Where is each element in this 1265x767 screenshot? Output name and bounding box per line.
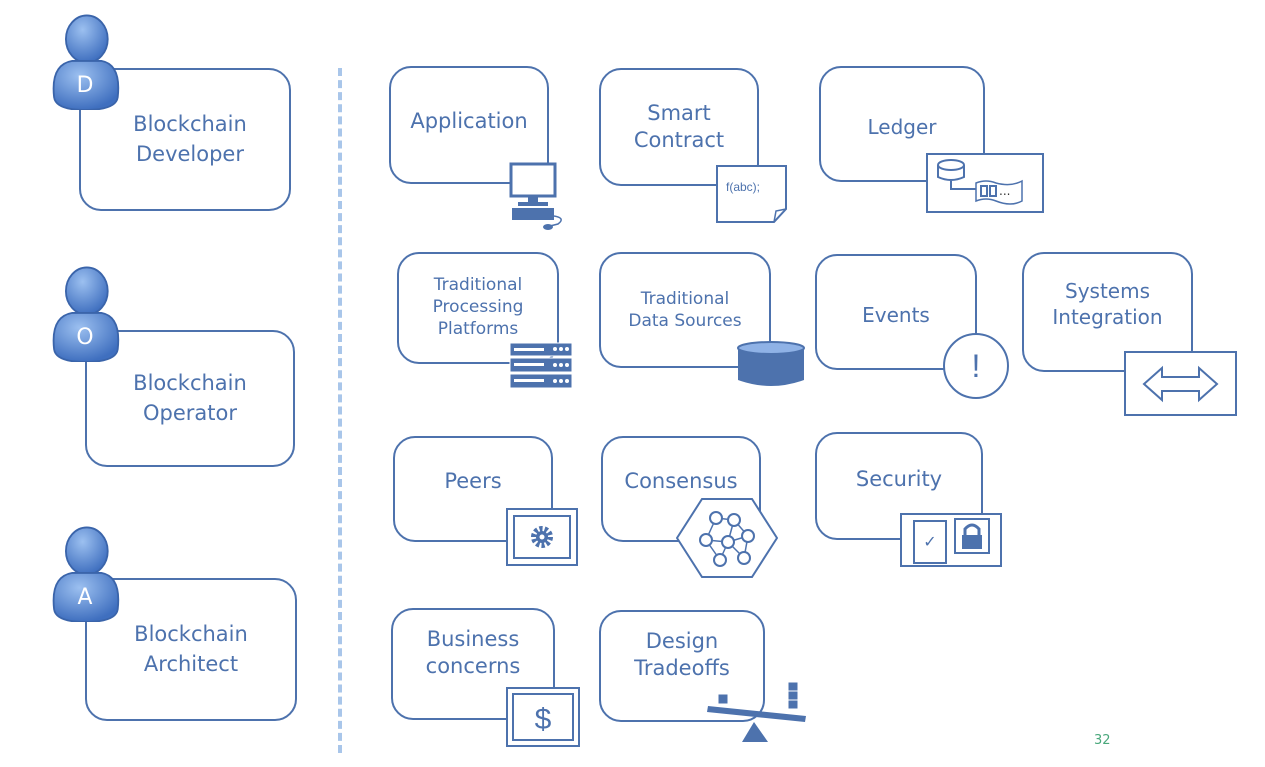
component-label: Consensus — [624, 469, 738, 493]
code-text: f(abc); — [726, 180, 760, 194]
page-number: 32 — [1094, 733, 1111, 748]
role-label: Blockchain Operator — [133, 371, 247, 425]
person-initial: D — [77, 73, 94, 98]
database-icon — [737, 341, 805, 386]
component-consensus: Consensus — [601, 436, 761, 542]
security-lock-icon: ✓ — [900, 513, 1002, 567]
role-label: Blockchain Architect — [134, 622, 248, 676]
component-label: Security — [855, 467, 943, 491]
component-label: Traditional Processing Platforms — [432, 275, 524, 340]
person-icon-developer: D — [52, 14, 120, 110]
component-label: Design Tradeoffs — [634, 629, 730, 681]
component-design-tradeoffs: Design Tradeoffs — [599, 610, 765, 722]
person-initial: O — [76, 325, 93, 350]
gear-icon — [506, 508, 578, 566]
component-label: Events — [862, 303, 930, 327]
person-icon-architect: A — [52, 526, 120, 622]
divider-line — [338, 68, 342, 753]
role-label: Blockchain Developer — [133, 112, 247, 166]
role-operator-box: Blockchain Operator — [85, 330, 295, 467]
checkmark: ✓ — [923, 532, 936, 551]
ledger-icon: ... — [926, 153, 1044, 213]
component-label: Traditional Data Sources — [628, 289, 742, 332]
alert-icon: ! — [943, 333, 1009, 399]
role-architect-box: Blockchain Architect — [85, 578, 297, 721]
code-document-icon: f(abc); — [716, 165, 787, 223]
component-traditional-processing: Traditional Processing Platforms — [397, 252, 559, 364]
bidirectional-arrow-icon — [1124, 351, 1237, 416]
person-icon-operator: O — [52, 266, 120, 362]
component-label: Ledger — [867, 115, 937, 139]
server-stack-icon — [509, 342, 573, 389]
component-label: Systems Integration — [1052, 279, 1163, 329]
computer-icon — [509, 162, 562, 230]
component-label: Application — [410, 109, 528, 133]
component-business-concerns: Business concerns — [391, 608, 555, 720]
component-label: Peers — [444, 469, 502, 493]
alert-symbol: ! — [972, 348, 981, 384]
component-label: Business concerns — [425, 627, 521, 679]
person-initial: A — [78, 585, 93, 610]
dollar-icon: $ — [506, 687, 580, 747]
ellipsis-text: ... — [999, 184, 1010, 198]
seesaw-balance-icon — [707, 681, 806, 742]
component-label: Smart Contract — [633, 101, 725, 153]
dollar-symbol: $ — [535, 703, 552, 736]
network-hexagon-icon — [676, 498, 778, 578]
